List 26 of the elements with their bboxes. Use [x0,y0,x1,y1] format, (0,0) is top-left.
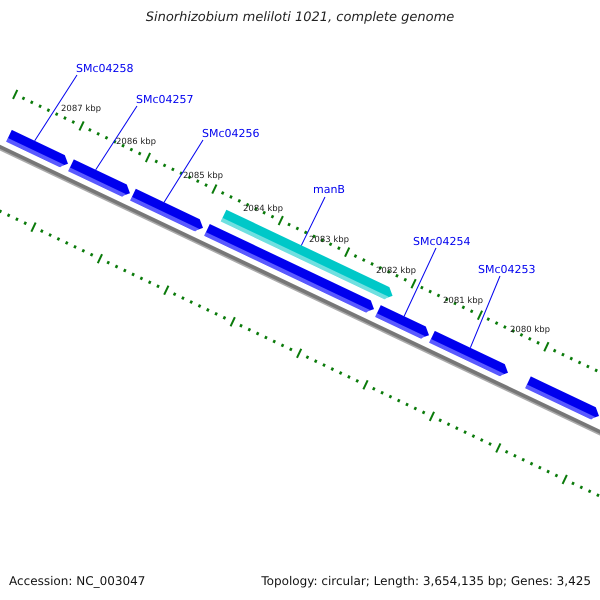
gene-block [130,188,203,232]
gene-block [204,224,374,313]
genome-info-text: Topology: circular; Length: 3,654,135 bp; Genes: 3,425 [261,575,591,587]
gene-label: SMc04253 [478,264,536,275]
gene-block [429,330,508,376]
gene-block [525,376,599,420]
accession-text: Accession: NC_003047 [9,575,146,587]
leader-line [95,106,138,170]
gene-block [68,159,130,197]
gene-block [6,130,68,168]
leader-line [470,276,500,348]
leader-line [34,74,78,142]
leader-line [300,196,326,246]
leader-line [164,140,204,203]
leader-line [404,248,436,317]
scale-label: 2084 kbp [243,205,284,214]
gene-label: manB [313,184,345,195]
title: Sinorhizobium meliloti 1021, complete genome [144,11,456,24]
scale-label: 2083 kbp [309,236,350,244]
gene-label: SMc04257 [136,94,194,105]
gene-label: SMc04256 [202,128,260,139]
scale-label: 2082 kbp [376,267,416,276]
scale-label: 2081 kbp [443,297,484,306]
gene-label: SMc04254 [413,236,471,247]
gene-label: SMc04258 [76,63,134,74]
gene-block [375,305,429,339]
